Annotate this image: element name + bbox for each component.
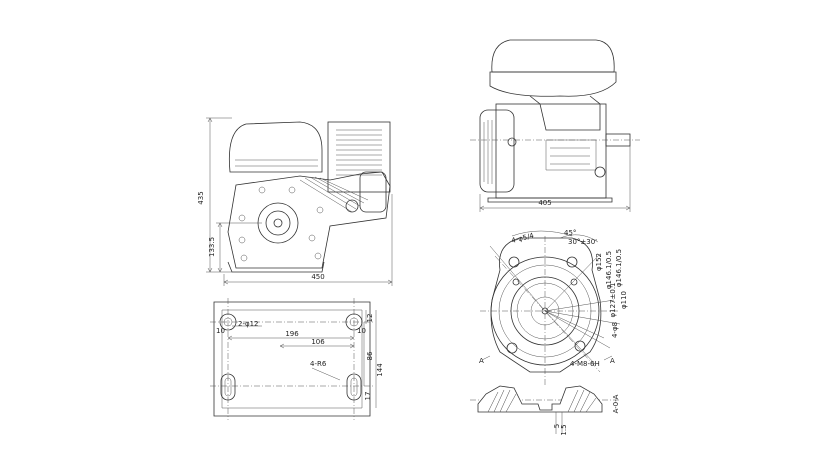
side-width-label: 405 — [538, 199, 551, 207]
width-total-label: 450 — [311, 273, 324, 281]
dim-106-label: 106 — [311, 338, 325, 346]
dim-196-label: 196 — [285, 330, 299, 338]
section-dim-5-label: 5 — [553, 424, 561, 428]
dia-2-label: φ146.1/0.5 — [605, 251, 613, 289]
section-view: 5 1.5 A-0-A — [470, 385, 620, 436]
base-view: 2-φ12 196 106 10 10 12 86 144 17 4-R6 — [210, 298, 384, 420]
dim-10-left-label: 10 — [216, 327, 225, 335]
section-mark-a-left: A — [479, 357, 484, 365]
angle-45-label: 45° — [564, 229, 576, 237]
front-view: 435 133.5 450 — [197, 117, 393, 286]
dim-12-top-label: 12 — [366, 314, 374, 323]
dia-1-label: φ152 — [595, 253, 603, 271]
section-mark-a-right: A — [610, 357, 615, 365]
base-holes-label: 2-φ12 — [238, 320, 259, 328]
height-total-label: 435 — [197, 191, 205, 204]
thread-label: 4-M8-6H — [570, 360, 600, 368]
dim-144-label: 144 — [376, 363, 384, 377]
section-label: A-0-A — [612, 394, 620, 413]
section-dim-15-label: 1.5 — [560, 424, 568, 435]
angle-30-label: 30°±30' — [568, 238, 597, 246]
shaft-height-label: 133.5 — [208, 237, 216, 257]
slots-label: 4-R6 — [310, 360, 327, 368]
dim-10-right-label: 10 — [357, 327, 366, 335]
dia-4-label: φ127±0.1 — [609, 283, 617, 318]
note-top-left-label: 4-φ5/4 — [511, 232, 536, 245]
dia-5-label: φ110 — [620, 291, 628, 309]
dim-17-label: 17 — [364, 392, 372, 401]
side-view: 405 — [470, 39, 640, 212]
dim-86-label: 86 — [366, 351, 374, 360]
flange-view: 45° 30°±30' 4-φ5/4 φ152 φ146.1/0.5 φ146.… — [479, 229, 628, 386]
dia-3-label: φ146.1/0.5 — [615, 249, 623, 287]
holes-label: 4-φ8 — [611, 322, 619, 338]
